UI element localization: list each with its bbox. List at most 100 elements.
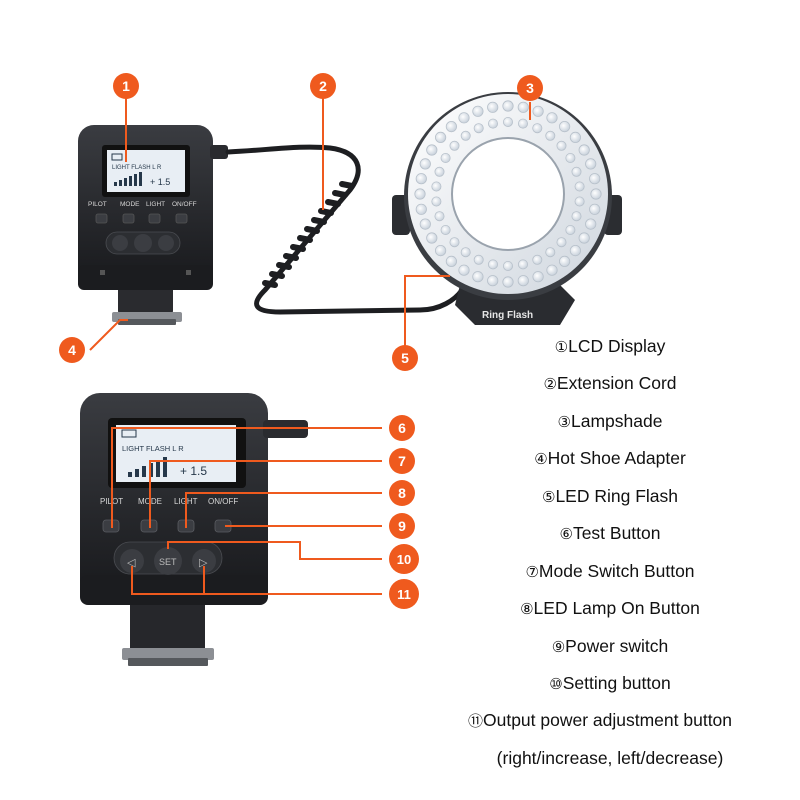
led-bulb (571, 211, 582, 222)
right-arrow-icon: ▷ (199, 556, 208, 569)
led-bulb (473, 123, 484, 134)
led-bulb (434, 166, 445, 177)
top-pilot-button[interactable] (95, 213, 108, 224)
bottom-controller: LIGHT FLASH L R + 1.5 PILOT MODE LIGHT O… (80, 393, 308, 666)
callout-8: 8 (398, 485, 406, 501)
legend-label: Hot Shoe Adapter (547, 448, 686, 468)
led-bulb (415, 203, 427, 215)
led-bulb (532, 105, 544, 117)
legend-item-6: ⑥Test Button (430, 523, 790, 544)
led-bulb (487, 275, 499, 287)
led-bulb (546, 264, 558, 276)
led-bulb (517, 275, 529, 287)
legend-label: Test Button (572, 523, 661, 543)
setting-button[interactable] (154, 547, 182, 575)
legend-num: ⑨ (551, 638, 566, 656)
legend-num: ⑦ (525, 563, 539, 581)
callout-6: 6 (398, 420, 406, 436)
led-bulb (518, 259, 529, 270)
led-bulb (434, 211, 445, 222)
led-bulb (472, 105, 484, 117)
led-bulb (460, 247, 471, 258)
legend-item-5: ⑤LED Ring Flash (430, 486, 790, 507)
callout-11: 11 (397, 587, 411, 602)
led-bulb (458, 112, 470, 124)
legend-label: Power switch (565, 636, 669, 656)
left-arrow-icon: ◁ (127, 556, 136, 569)
legend-label: Mode Switch Button (538, 561, 695, 581)
callout-circle-5 (392, 345, 418, 371)
led-bulb (569, 131, 582, 143)
callout-markers: 1 2 3 4 5 6 7 8 9 10 11 (59, 73, 543, 609)
legend-item-8: ⑧LED Lamp On Button (430, 598, 790, 619)
bottom-label-onoff: ON/OFF (208, 497, 238, 506)
led-bulb (419, 158, 431, 170)
legend-label: LED Lamp On Button (533, 598, 700, 618)
decrease-button[interactable] (120, 549, 144, 573)
legend-note: (right/increase, left/decrease) (496, 748, 724, 768)
led-bulb (487, 101, 499, 113)
callout-circle-3 (517, 75, 543, 101)
legend-label: Output power adjustment button (482, 710, 733, 730)
top-mode-button[interactable] (122, 213, 135, 224)
led-bulb (502, 100, 514, 112)
led-bulb (556, 140, 567, 151)
led-bulb (414, 188, 426, 200)
legend-item-2: ②Extension Cord (430, 373, 790, 394)
callout-circle-10 (389, 544, 419, 574)
callout-3: 3 (526, 80, 534, 96)
ring-flash: Ring Flash (392, 92, 622, 325)
led-bulb (502, 117, 513, 128)
callout-circle-9 (389, 513, 415, 539)
legend-label: Setting button (562, 673, 671, 693)
ring-inner-hole (451, 137, 565, 251)
led-bulb (472, 271, 484, 283)
top-light-button[interactable] (148, 213, 161, 224)
led-bulb (426, 144, 438, 156)
led-array (414, 100, 602, 288)
bottom-lcd-display (116, 425, 236, 482)
led-bulb (532, 254, 543, 265)
led-bulb (434, 245, 447, 257)
set-label: SET (159, 557, 177, 567)
led-bulb (473, 254, 484, 265)
label-light: LIGHT (146, 201, 165, 208)
led-bulb (589, 203, 601, 215)
led-bulb (556, 237, 567, 248)
increase-button[interactable] (192, 549, 216, 573)
leader-lines (89, 98, 531, 595)
legend-label: LCD Display (568, 336, 666, 356)
led-bulb (415, 173, 427, 185)
top-set-button[interactable] (134, 234, 152, 252)
ring-flash-label: Ring Flash (482, 310, 533, 321)
led-bulb (431, 181, 442, 192)
top-left-button[interactable] (112, 235, 128, 251)
cord-coils (262, 181, 355, 288)
led-bulb (440, 224, 451, 235)
legend-num: ⑤ (541, 488, 556, 506)
led-bulb (545, 130, 556, 141)
led-bulb (578, 144, 590, 156)
led-bulb (571, 166, 582, 177)
top-right-button[interactable] (158, 235, 174, 251)
lcd-display (107, 150, 185, 192)
led-bulb (517, 101, 529, 113)
callout-2: 2 (319, 78, 327, 94)
lcd-value: + 1.5 (150, 177, 170, 187)
led-bulb (574, 181, 585, 192)
legend-label: Lampshade (570, 411, 663, 431)
led-bulb (431, 196, 442, 207)
callout-circle-8 (389, 480, 415, 506)
led-bulb (558, 121, 571, 133)
legend-item-9: ⑨Power switch (430, 636, 790, 657)
top-onoff-button[interactable] (175, 213, 188, 224)
callout-circle-4 (59, 337, 85, 363)
led-bulb (518, 118, 529, 129)
callout-circle-2 (310, 73, 336, 99)
legend-item-1: ①LCD Display (430, 336, 790, 357)
callout-4: 4 (68, 342, 76, 358)
led-bulb (426, 232, 438, 244)
legend-label: Extension Cord (556, 373, 677, 393)
led-bulb (440, 152, 451, 163)
led-bulb (589, 173, 601, 185)
